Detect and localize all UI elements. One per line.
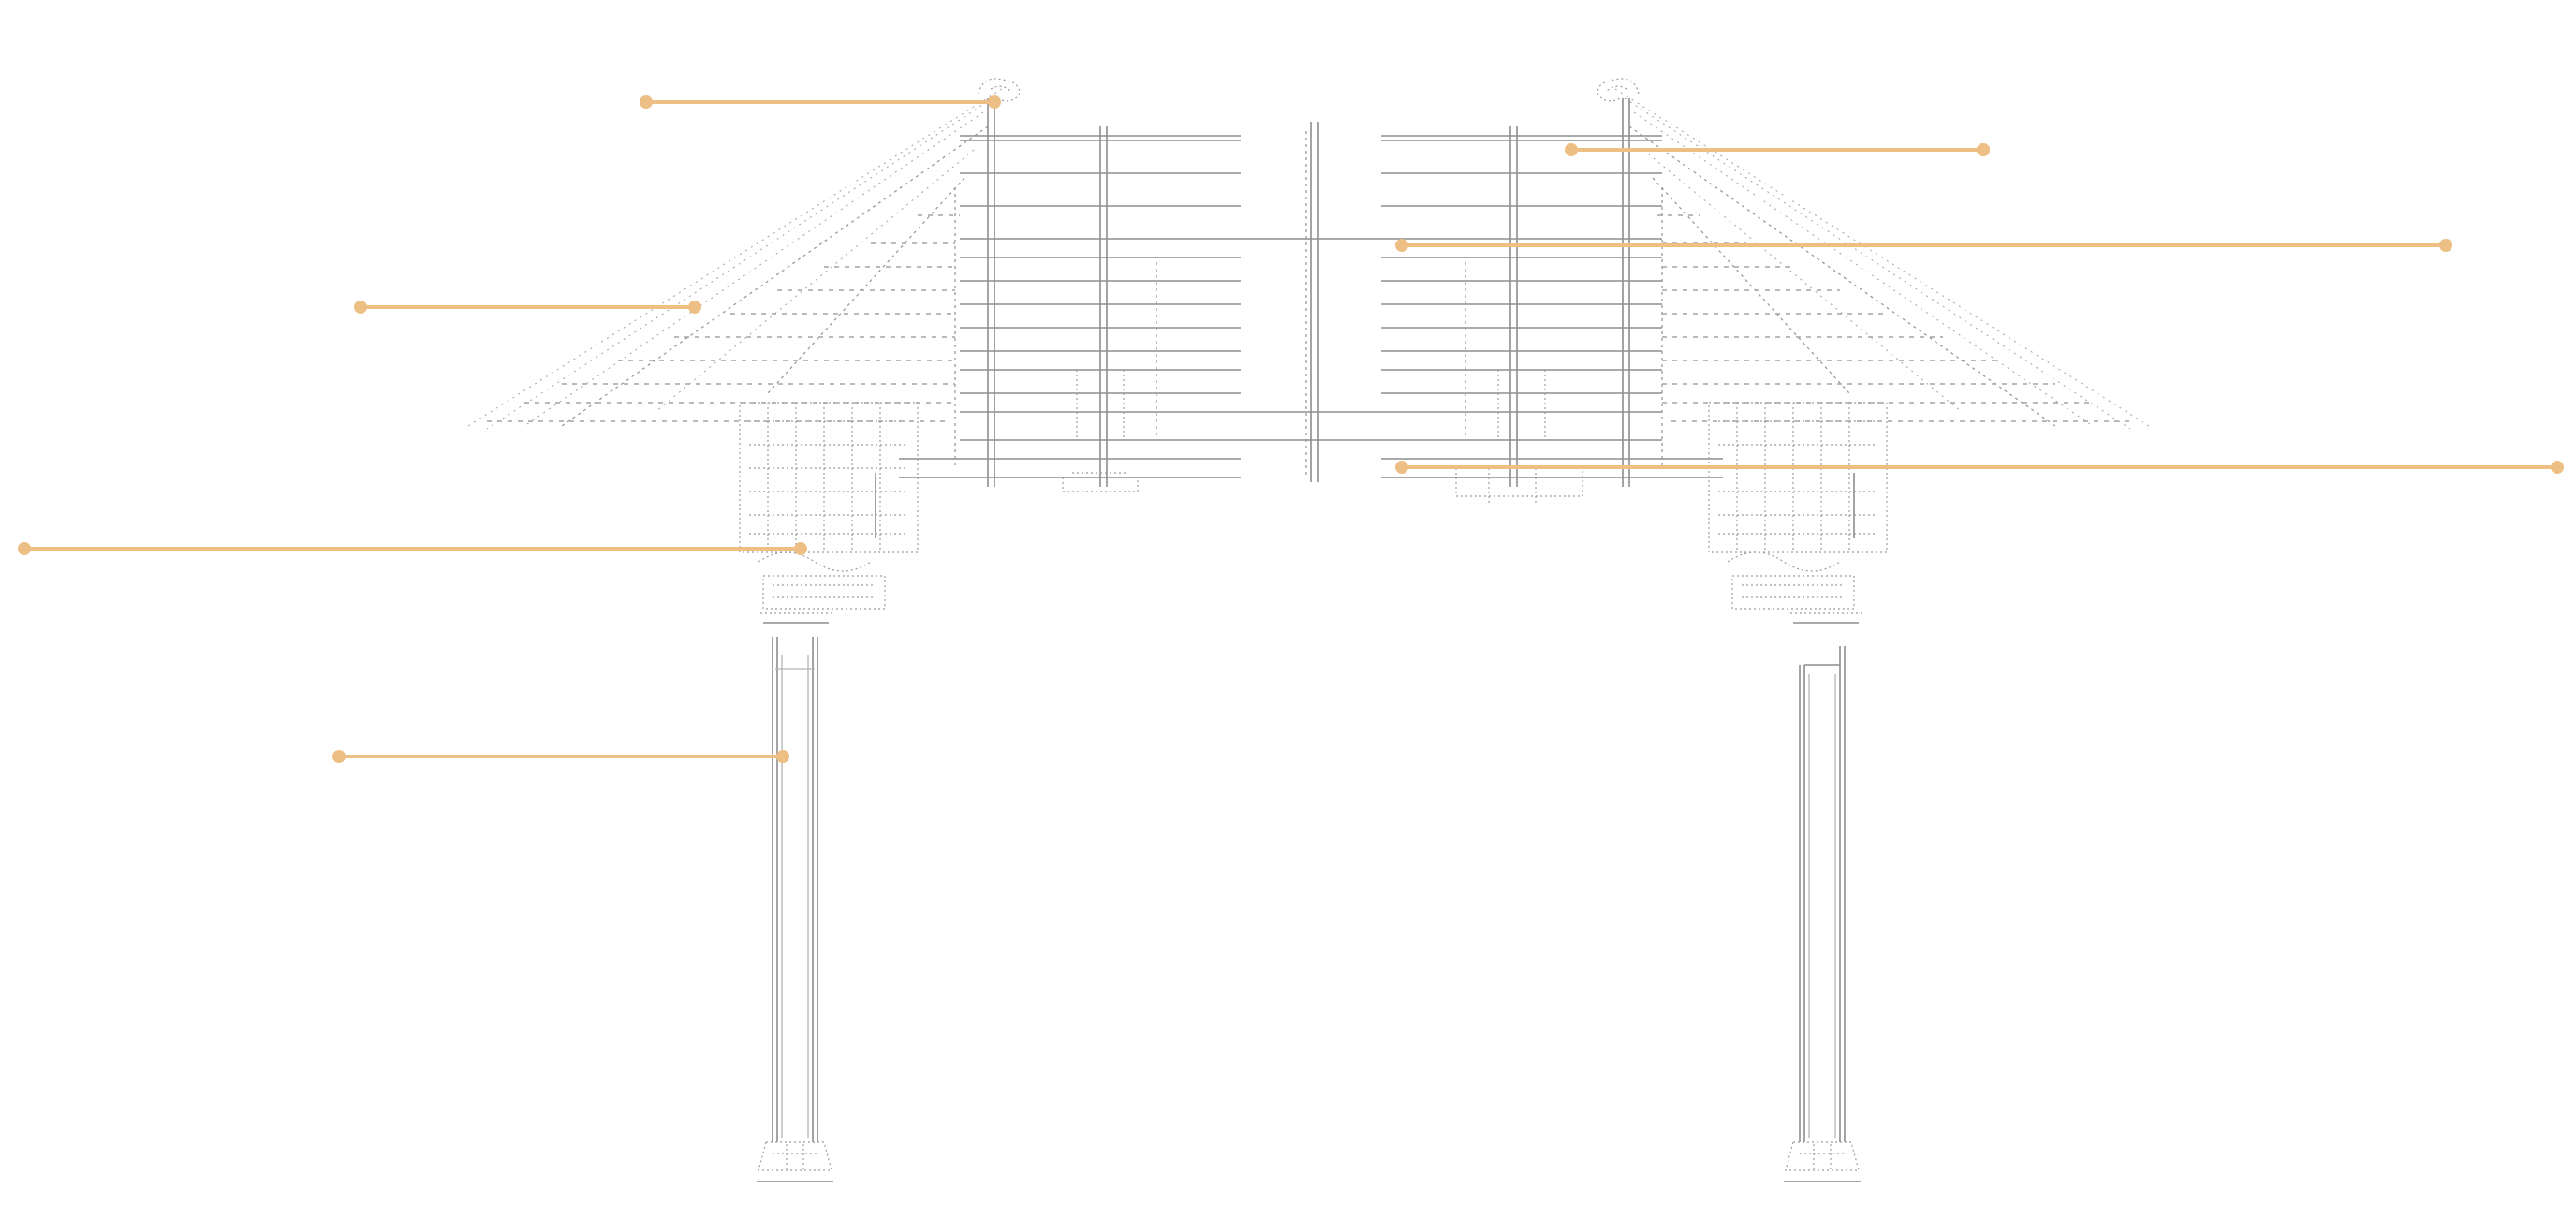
callout-leader-3 <box>1395 239 2452 252</box>
callout-dot <box>18 542 31 555</box>
callout-leader-7 <box>332 750 789 763</box>
callout-leader-1 <box>640 95 1001 109</box>
under-beam-brackets <box>1062 370 1583 506</box>
roof-verticals <box>954 98 1663 487</box>
callout-leaders <box>18 95 2564 763</box>
callout-leader-5 <box>1395 461 2564 474</box>
callout-dot <box>988 95 1001 109</box>
callout-leader-6 <box>18 542 807 555</box>
callout-dot <box>2439 239 2452 252</box>
callout-leader-2 <box>1565 143 1990 156</box>
roof-finials <box>978 78 1640 102</box>
callout-dot <box>1565 143 1578 156</box>
bracket-cluster-left <box>739 402 919 610</box>
central-beams-left <box>899 135 1241 478</box>
callout-dot <box>332 750 346 763</box>
callout-dot <box>1395 239 1408 252</box>
roof-tiles-left <box>487 214 960 422</box>
callout-leader-4 <box>354 301 701 314</box>
roof-left-diagonals <box>467 88 1003 430</box>
central-beams-right <box>1381 135 1723 478</box>
column-bases <box>757 1141 1861 1182</box>
callout-dot <box>688 301 701 314</box>
callout-dot <box>776 750 789 763</box>
callout-dot <box>794 542 807 555</box>
column-capitals <box>760 473 1862 624</box>
callout-dot <box>640 95 653 109</box>
callout-dot <box>1977 143 1990 156</box>
callout-dot <box>1395 461 1408 474</box>
callout-leader-8 <box>1977 143 1990 156</box>
roof-right-diagonals <box>1614 88 2150 430</box>
callout-dot <box>354 301 367 314</box>
callout-dot <box>2551 461 2564 474</box>
column-right <box>1799 646 1846 1142</box>
central-spine <box>1241 122 1381 482</box>
bracket-cluster-right <box>1708 402 1888 610</box>
structure-linework <box>467 78 2150 1182</box>
column-left <box>772 637 818 1142</box>
